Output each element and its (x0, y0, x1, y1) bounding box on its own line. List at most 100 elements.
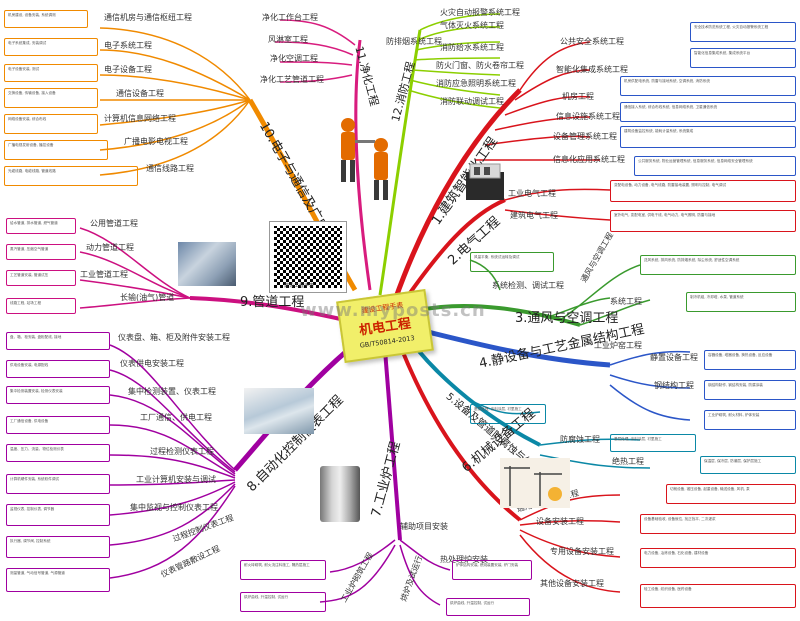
b9-item: 工业管道工程 (80, 270, 128, 279)
b6-note: 轻工设备, 纺织设备, 医药设备 (640, 584, 796, 608)
b7-note: 炉体结构安装, 燃烧装置安装, 炉门安装 (452, 560, 532, 580)
b9-note: 给水管道, 排水管道, 燃气管道 (6, 218, 76, 234)
b11-item: 风淋室工程 (268, 35, 308, 44)
branch-line-4 (419, 327, 611, 368)
b6-note: 设备基础验收, 设备就位, 找正找平, 二次灌浆 (640, 514, 796, 534)
b8-item: 工业计算机安装与调试 (136, 475, 216, 484)
b6-note: 切削设备, 锻压设备, 起重设备, 输送设备, 风机, 泵 (666, 484, 796, 504)
b1-item: 设备管理系统工程 (553, 132, 617, 141)
b12-item: 防排烟系统工程 (386, 37, 442, 46)
b12-item: 防火门窗、防火卷帘工程 (436, 61, 524, 70)
b9-note: 工艺管道安装, 管道试压 (6, 270, 76, 286)
b10-note: 广播电视发射设备, 播控设备 (4, 140, 108, 160)
b3-note: 风量平衡, 系统试运转及调试 (470, 252, 554, 272)
b1-item: 智能化集成系统工程 (556, 65, 628, 74)
b9-item: 动力管道工程 (86, 243, 134, 252)
b7-note: 烘炉曲线, 升温控制, 试运行 (240, 592, 326, 612)
b8-item: 工厂通信、供电工程 (140, 413, 212, 422)
b1-item: 公共安全系统工程 (560, 37, 624, 46)
b12-item: 气体灭火系统工程 (440, 21, 504, 30)
b7-note: 耐火砖砌筑, 耐火浇注料施工, 隔热层施工 (240, 560, 326, 580)
b4-note: 容器设备, 塔器设备, 换热设备, 反应设备 (704, 350, 796, 370)
branch-line-12 (378, 29, 422, 296)
b7-item: 辅助项目安装 (400, 522, 448, 531)
b5-note-extra: 基层处理, 涂料涂层, 衬里施工 (470, 404, 546, 424)
b4-note: 钢结构制作, 钢结构安装, 防腐涂装 (704, 380, 796, 400)
b10-note: 交换设备, 传输设备, 接入设备 (4, 88, 98, 108)
b10-item: 通信机房与通信枢纽工程 (104, 13, 192, 22)
b3-item: 系统检测、调试工程 (492, 281, 564, 290)
b12-item: 火灾自动报警系统工程 (440, 8, 520, 17)
b9-note: 蒸汽管道, 压缩空气管道 (6, 244, 76, 260)
b5-note: 基层处理, 涂料涂层, 衬里施工 (610, 434, 696, 452)
branch-title-3: 3.通风与空调工程 (515, 311, 619, 326)
b8-note: 计算机硬件安装, 系统软件调试 (6, 474, 110, 494)
b2-item: 工业电气工程 (508, 189, 556, 198)
b3-note: 送风系统, 排风系统, 防排烟系统, 除尘系统, 舒适性空调系统 (640, 255, 796, 275)
b10-note: 电子设备安装, 测试 (4, 64, 98, 82)
b6-item: 设备安装工程 (536, 517, 584, 526)
branch-line-9 (189, 296, 346, 322)
b8-note: 供电设备安装, 电源配线 (6, 360, 110, 378)
branch-title-9: 9.管道工程 (240, 295, 305, 310)
b8-note: 盘、箱、柜安装, 盘柜配线, 接地 (6, 332, 110, 350)
b10-item: 电子设备工程 (104, 65, 152, 74)
b2-item: 建筑电气工程 (510, 211, 558, 220)
branch-line-2 (403, 198, 506, 302)
b12-item: 消防给水系统工程 (440, 43, 504, 52)
b10-item: 电子系统工程 (104, 41, 152, 50)
branch-line-1 (392, 88, 522, 301)
b8-item: 仪表供电安装工程 (120, 359, 184, 368)
b12-item: 消防联动调试工程 (440, 97, 504, 106)
firefighter-illustration (341, 118, 388, 200)
b4-item: 工业炉窑工程 (594, 341, 642, 350)
b11-item: 净化工作台工程 (262, 13, 318, 22)
b9-item: 长输(油气)管道 (120, 293, 175, 302)
b12-item: 消防应急照明系统工程 (436, 79, 516, 88)
b1-note: 智能化信息集成系统, 集成系统平台 (690, 48, 796, 68)
b2-note: 室外电气, 变配电室, 供电干线, 电气动力, 电气照明, 防雷与接地 (610, 210, 796, 232)
branch-line-3 (419, 304, 581, 327)
b11-item: 净化空调工程 (270, 54, 318, 63)
b7-note-extra: 烘炉曲线, 升温控制, 试运行 (446, 598, 530, 616)
b10-item: 计算机信息网络工程 (104, 114, 176, 123)
b6-item: 专用设备安装工程 (550, 547, 614, 556)
branch-line-11 (354, 39, 372, 291)
b9-item: 公用管道工程 (90, 219, 138, 228)
b8-note: 温度、压力、流量、物位检测仪表 (6, 444, 110, 462)
b8-note: 执行器, 调节阀, 控制系统 (6, 536, 110, 558)
b5-item: 绝热工程 (612, 457, 644, 466)
b10-item: 广播电影电视工程 (124, 137, 188, 146)
cranes-illustration (500, 458, 570, 508)
b8-note: 监视仪表, 控制仪表, 调节器 (6, 504, 110, 526)
b6-item: 其他设备安装工程 (540, 579, 604, 588)
b2-note: 变配电设备, 动力设备, 电气线路, 防雷接地装置, 照明与控制, 电气调试 (610, 180, 796, 202)
b8-note: 测量管道, 气动信号管道, 气源管道 (6, 568, 110, 592)
b1-item: 信息化应用系统工程 (553, 155, 625, 164)
qr-code-image (270, 222, 346, 292)
b4-item: 静置设备工程 (650, 353, 698, 362)
b1-note: 通信接入系统, 综合布线系统, 信息网络系统, 卫星通信系统 (620, 102, 796, 122)
b11-item: 净化工艺管道工程 (260, 75, 324, 84)
b1-note: 公共服务系统, 物业运营管理系统, 信息服务系统, 信息网络安全管理系统 (634, 156, 796, 176)
b3-note: 制冷机组, 冷却塔, 水泵, 管道系统 (686, 292, 796, 312)
b10-note: 机房建设, 设备安装, 系统调测 (4, 10, 88, 28)
b8-item: 仪表盘、箱、柜及附件安装工程 (118, 333, 230, 342)
b10-item: 通信线路工程 (146, 164, 194, 173)
b3-item: 系统工程 (610, 297, 642, 306)
b8-note: 集中检测装置安装, 检测仪表安装 (6, 386, 110, 404)
b1-note: 机房供配电系统, 防雷与接地系统, 空调系统, 消防系统 (620, 76, 796, 96)
b4-item: 钢结构工程 (654, 381, 694, 390)
b8-note: 工厂通信设备, 供电设备 (6, 416, 110, 434)
relay-device-illustration (466, 163, 504, 200)
b10-note: 网络设备安装, 综合布线 (4, 114, 98, 134)
b5-item: 防腐蚀工程 (560, 435, 600, 444)
b1-item: 信息设施系统工程 (556, 112, 620, 121)
factory-photo (244, 388, 314, 434)
b8-item: 集中检测装置、仪表工程 (128, 387, 216, 396)
b5-note: 保温层, 保冷层, 防潮层, 保护层施工 (700, 456, 796, 474)
b1-note: 安全技术防范系统工程, 火灾自动报警系统工程 (690, 22, 796, 42)
watermark: www.myposts.cn (300, 300, 486, 321)
b4-note: 工业炉砌筑, 耐火材料, 炉体安装 (704, 410, 796, 430)
